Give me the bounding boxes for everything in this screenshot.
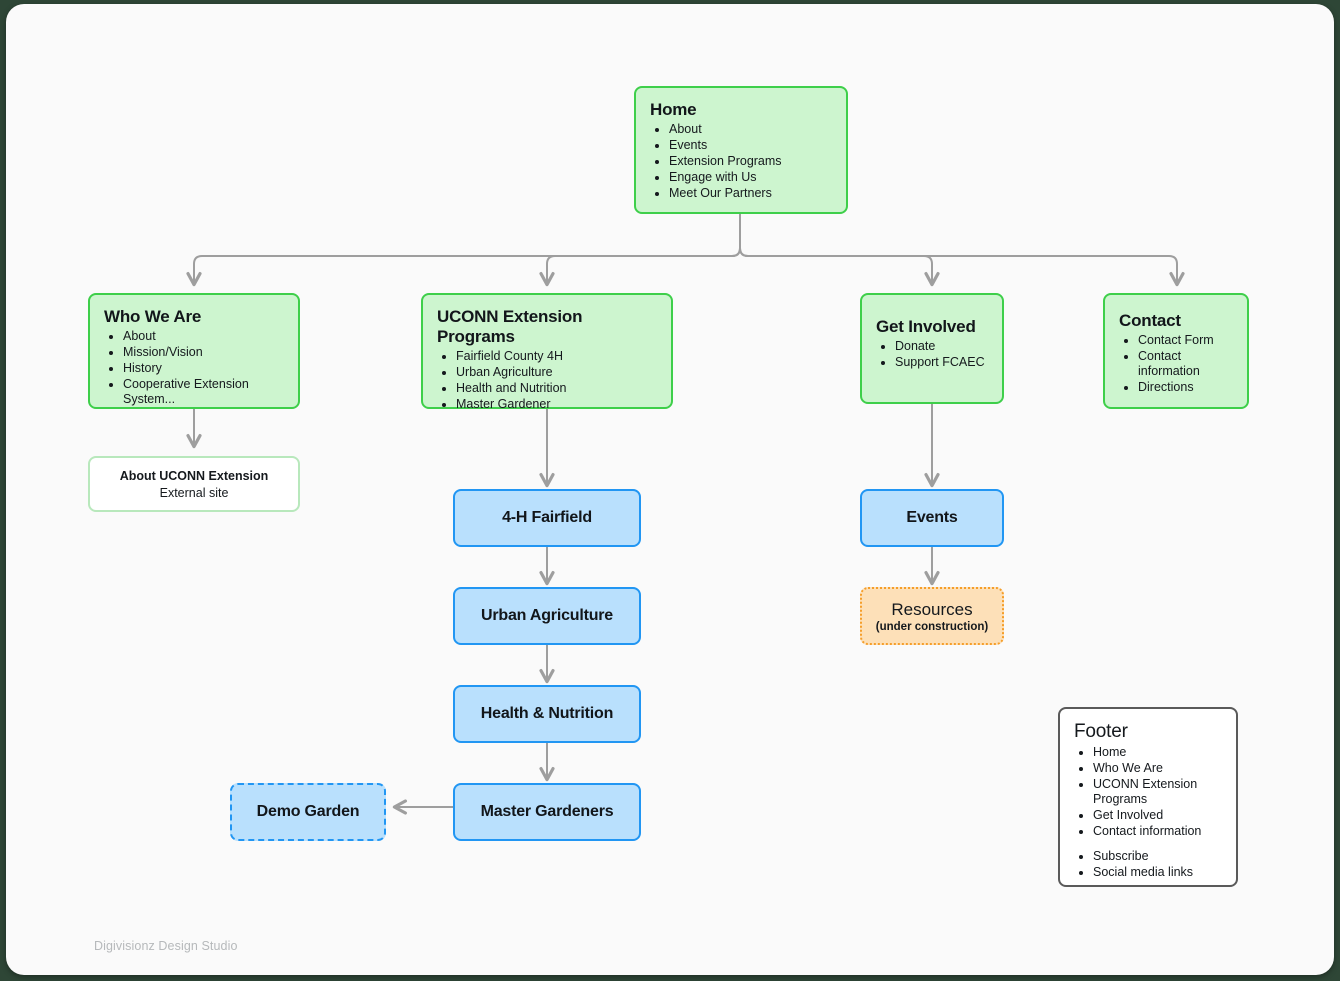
list-item: Engage with Us (669, 170, 832, 185)
node-who-we-are[interactable]: Who We Are About Mission/Vision History … (88, 293, 300, 409)
node-resources-subtitle: (under construction) (875, 620, 989, 633)
list-item: History (123, 361, 284, 376)
node-master-gardeners[interactable]: Master Gardeners (453, 783, 641, 841)
list-item: Events (669, 138, 832, 153)
node-footer-title: Footer (1074, 721, 1128, 742)
list-item: Fairfield County 4H (456, 349, 657, 364)
node-who-we-are-list: About Mission/Vision History Cooperative… (123, 329, 284, 408)
node-home-title: Home (650, 100, 697, 119)
node-master-gardeners-title: Master Gardeners (480, 803, 614, 820)
edge-home-uconn (539, 247, 741, 287)
node-health-nutrition[interactable]: Health & Nutrition (453, 685, 641, 743)
list-item: Mission/Vision (123, 345, 284, 360)
list-item: Get Involved (1093, 808, 1222, 823)
node-uconn-extension-programs[interactable]: UCONN Extension Programs Fairfield Count… (421, 293, 673, 412)
connector-layer (186, 213, 1185, 815)
node-4h-fairfield[interactable]: 4-H Fairfield (453, 489, 641, 547)
node-demo-garden[interactable]: Demo Garden (230, 783, 386, 841)
node-events[interactable]: Events (860, 489, 1004, 547)
list-item: Support FCAEC (895, 355, 988, 370)
node-urban-agriculture-title: Urban Agriculture (480, 607, 614, 624)
node-demo-garden-title: Demo Garden (256, 803, 360, 820)
list-item: Meet Our Partners (669, 186, 832, 201)
list-item: Social media links (1093, 865, 1222, 880)
node-uconn-extension-programs-title: UCONN Extension Programs (437, 307, 583, 346)
list-item: Directions (1138, 380, 1233, 395)
list-item: UCONN Extension Programs (1093, 777, 1222, 808)
list-item: Contact Form (1138, 333, 1233, 348)
node-uconn-extension-programs-list: Fairfield County 4H Urban Agriculture He… (456, 349, 657, 412)
node-contact-list: Contact Form Contact information Directi… (1138, 333, 1233, 396)
node-resources-title: Resources (891, 599, 973, 619)
node-urban-agriculture[interactable]: Urban Agriculture (453, 587, 641, 645)
diagram-canvas: Home About Events Extension Programs Eng… (6, 4, 1334, 975)
node-footer[interactable]: Footer Home Who We Are UCONN Extension P… (1058, 707, 1238, 887)
list-item: Home (1093, 745, 1222, 760)
list-item: About (669, 122, 832, 137)
list-spacer (1093, 840, 1222, 849)
watermark: Digivisionz Design Studio (94, 939, 238, 953)
list-item: Extension Programs (669, 154, 832, 169)
list-item: Subscribe (1093, 849, 1222, 864)
node-get-involved-title: Get Involved (876, 317, 976, 336)
node-contact-title: Contact (1119, 311, 1181, 330)
list-item: Contact information (1138, 349, 1233, 380)
list-item: About (123, 329, 284, 344)
node-get-involved[interactable]: Get Involved Donate Support FCAEC (860, 293, 1004, 404)
node-about-uconn-extension-title: About UCONN Extension (119, 468, 269, 483)
list-item: Master Gardener (456, 397, 657, 412)
node-resources[interactable]: Resources (under construction) (860, 587, 1004, 645)
list-item: Contact information (1093, 824, 1222, 839)
list-item: Donate (895, 339, 988, 354)
node-who-we-are-title: Who We Are (104, 307, 202, 326)
node-footer-list: Home Who We Are UCONN Extension Programs… (1093, 745, 1222, 881)
list-item: Health and Nutrition (456, 381, 657, 396)
node-contact[interactable]: Contact Contact Form Contact information… (1103, 293, 1249, 409)
node-home[interactable]: Home About Events Extension Programs Eng… (634, 86, 848, 214)
node-4h-fairfield-title: 4-H Fairfield (502, 509, 592, 526)
list-item: Urban Agriculture (456, 365, 657, 380)
node-get-involved-list: Donate Support FCAEC (895, 339, 988, 370)
edge-home-contact (739, 247, 1185, 287)
edge-home-who-we-are (186, 247, 741, 287)
node-health-nutrition-title: Health & Nutrition (480, 705, 614, 722)
node-home-list: About Events Extension Programs Engage w… (669, 122, 832, 201)
edge-home-get-involved (739, 247, 940, 287)
list-item: Cooperative Extension System... (123, 377, 284, 408)
node-about-uconn-extension[interactable]: About UCONN Extension External site (88, 456, 300, 512)
node-events-title: Events (906, 509, 958, 526)
list-item: Who We Are (1093, 761, 1222, 776)
node-about-uconn-extension-subtitle: External site (159, 485, 229, 500)
